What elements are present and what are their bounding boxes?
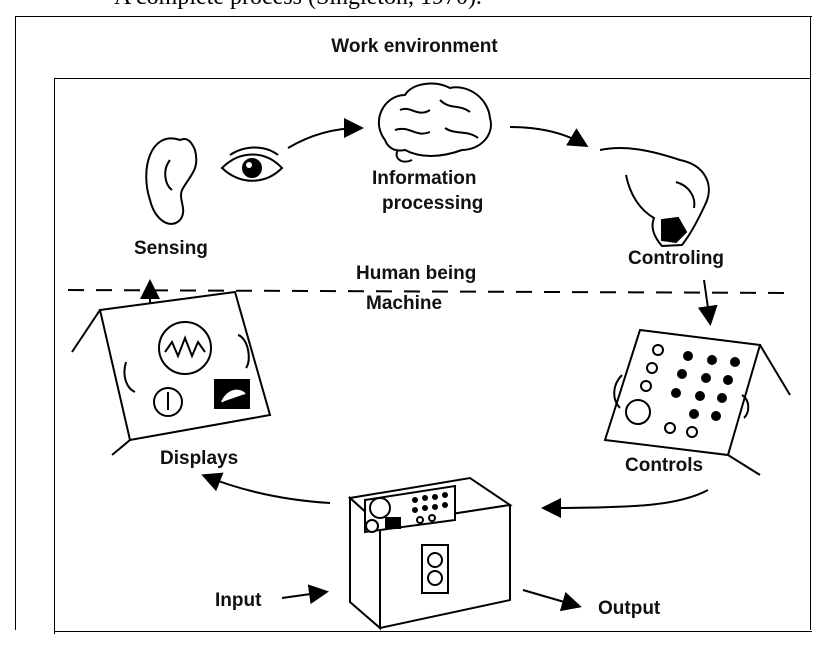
- outer-frame-bottom: [54, 631, 812, 632]
- ear-icon: [145, 137, 198, 225]
- brain-icon: [378, 82, 492, 163]
- controling-label: Controling: [628, 248, 725, 269]
- machine-label: Machine: [366, 293, 443, 314]
- information-label: Information: [372, 168, 477, 189]
- outer-frame-left: [15, 16, 16, 630]
- machine-console-icon: [347, 476, 513, 631]
- diagram-title: Work environment: [331, 36, 498, 57]
- clipped-caption-text: A complete process (Singleton, 1970).: [114, 0, 482, 11]
- input-label: Input: [215, 590, 262, 611]
- output-label: Output: [598, 598, 661, 619]
- inner-frame-left: [54, 78, 55, 634]
- display-panel-icon: [71, 290, 272, 456]
- processing-label: processing: [382, 193, 484, 214]
- inner-frame-top: [54, 78, 810, 79]
- eye-icon: [220, 146, 284, 182]
- controls-label: Controls: [625, 455, 704, 476]
- control-panel-icon: [603, 328, 791, 476]
- outer-frame-top: [15, 16, 812, 17]
- human-being-label: Human being: [356, 263, 477, 284]
- displays-label: Displays: [160, 448, 239, 469]
- hand-icon: [599, 147, 710, 248]
- outer-frame-right: [810, 16, 811, 630]
- sensing-label: Sensing: [134, 238, 208, 259]
